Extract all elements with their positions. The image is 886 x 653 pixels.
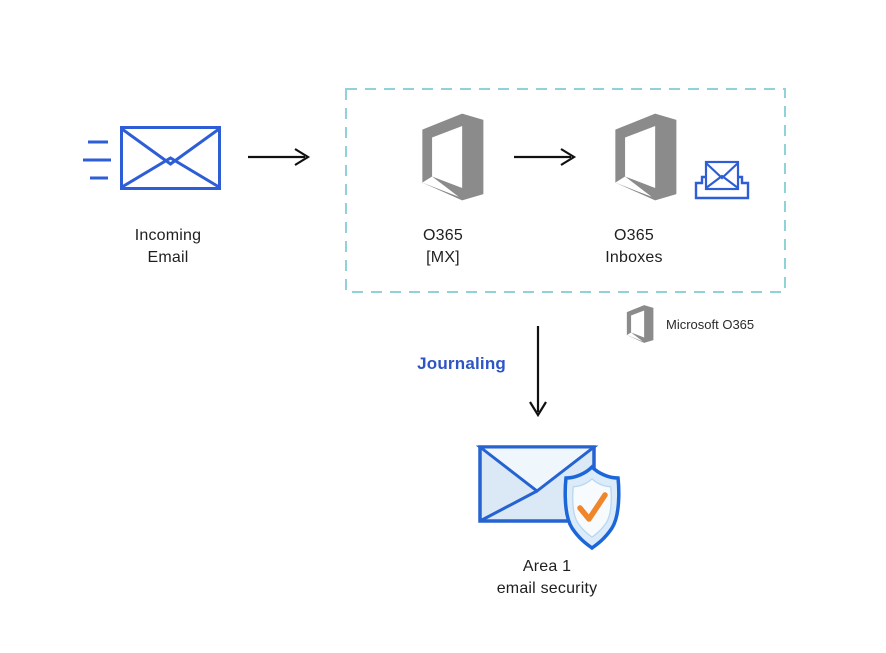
arrow-right-icon bbox=[514, 148, 577, 166]
legend-label: Microsoft O365 bbox=[666, 317, 755, 332]
office365-legend-icon bbox=[621, 304, 655, 344]
area1-label-line1: Area 1 bbox=[522, 558, 572, 575]
o365-mx-label-line1: O365 bbox=[423, 227, 463, 244]
journaling-label: Journaling bbox=[417, 354, 506, 373]
office365-inboxes-icon bbox=[602, 111, 680, 203]
incoming-email-icon bbox=[83, 126, 221, 190]
o365-mx-label: O365 [MX] bbox=[383, 225, 503, 269]
o365-mx-label-line2: [MX] bbox=[426, 249, 460, 266]
o365-boundary-box bbox=[345, 88, 786, 293]
o365-inboxes-label-line1: O365 bbox=[614, 227, 654, 244]
incoming-email-label-line1: Incoming bbox=[134, 227, 202, 244]
incoming-email-label: Incoming Email bbox=[96, 225, 240, 269]
office365-mx-icon bbox=[409, 111, 487, 203]
area1-label: Area 1 email security bbox=[457, 556, 637, 600]
area1-label-line2: email security bbox=[496, 580, 598, 597]
o365-inboxes-label-line2: Inboxes bbox=[605, 249, 663, 266]
incoming-email-label-line2: Email bbox=[147, 249, 189, 266]
inbox-tray-icon bbox=[694, 160, 750, 200]
o365-inboxes-label: O365 Inboxes bbox=[574, 225, 694, 269]
arrow-right-icon bbox=[248, 148, 311, 166]
area1-security-icon bbox=[476, 445, 621, 551]
arrow-down-icon bbox=[529, 326, 547, 418]
